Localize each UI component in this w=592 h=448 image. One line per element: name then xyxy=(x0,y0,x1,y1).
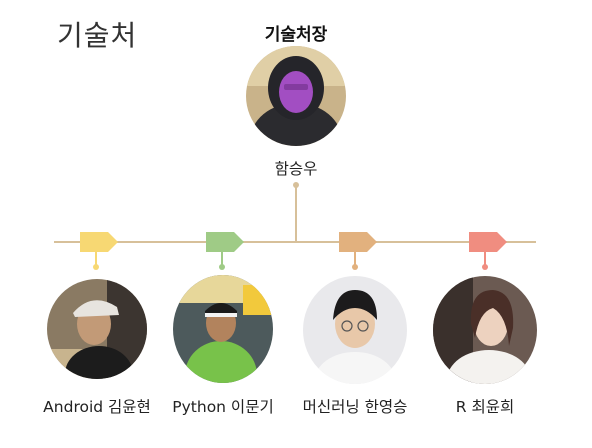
r-flag-icon xyxy=(469,232,507,252)
android-flag-icon xyxy=(80,232,118,252)
r-member-name: R 최윤희 xyxy=(455,398,515,416)
r-drop-line xyxy=(484,252,486,267)
android-drop-dot xyxy=(93,264,99,270)
ml-member-avatar xyxy=(303,276,407,384)
page-title: 기술처 xyxy=(57,19,138,52)
flag-shape xyxy=(206,232,244,252)
head-connector-dot xyxy=(293,182,299,188)
timeline-line xyxy=(54,241,536,243)
flag-shape xyxy=(469,232,507,252)
python-member-name: Python 이문기 xyxy=(172,398,274,416)
head-connector xyxy=(295,185,297,242)
head-avatar xyxy=(246,46,346,146)
ml-flag-icon xyxy=(339,232,377,252)
head-name: 함승우 xyxy=(274,160,318,178)
flag-shape xyxy=(339,232,377,252)
python-drop-dot xyxy=(219,264,225,270)
ml-drop-dot xyxy=(352,264,358,270)
flag-shape xyxy=(80,232,118,252)
python-flag-icon xyxy=(206,232,244,252)
r-member-avatar xyxy=(433,276,537,384)
head-role-title: 기술처장 xyxy=(264,25,328,45)
android-member-avatar xyxy=(47,279,147,379)
ml-drop-line xyxy=(354,252,356,267)
android-drop-line xyxy=(95,252,97,267)
python-member-avatar xyxy=(173,275,273,383)
r-drop-dot xyxy=(482,264,488,270)
android-member-name: Android 김윤현 xyxy=(43,398,151,416)
ml-member-name: 머신러닝 한영승 xyxy=(302,398,408,416)
python-drop-line xyxy=(221,252,223,267)
